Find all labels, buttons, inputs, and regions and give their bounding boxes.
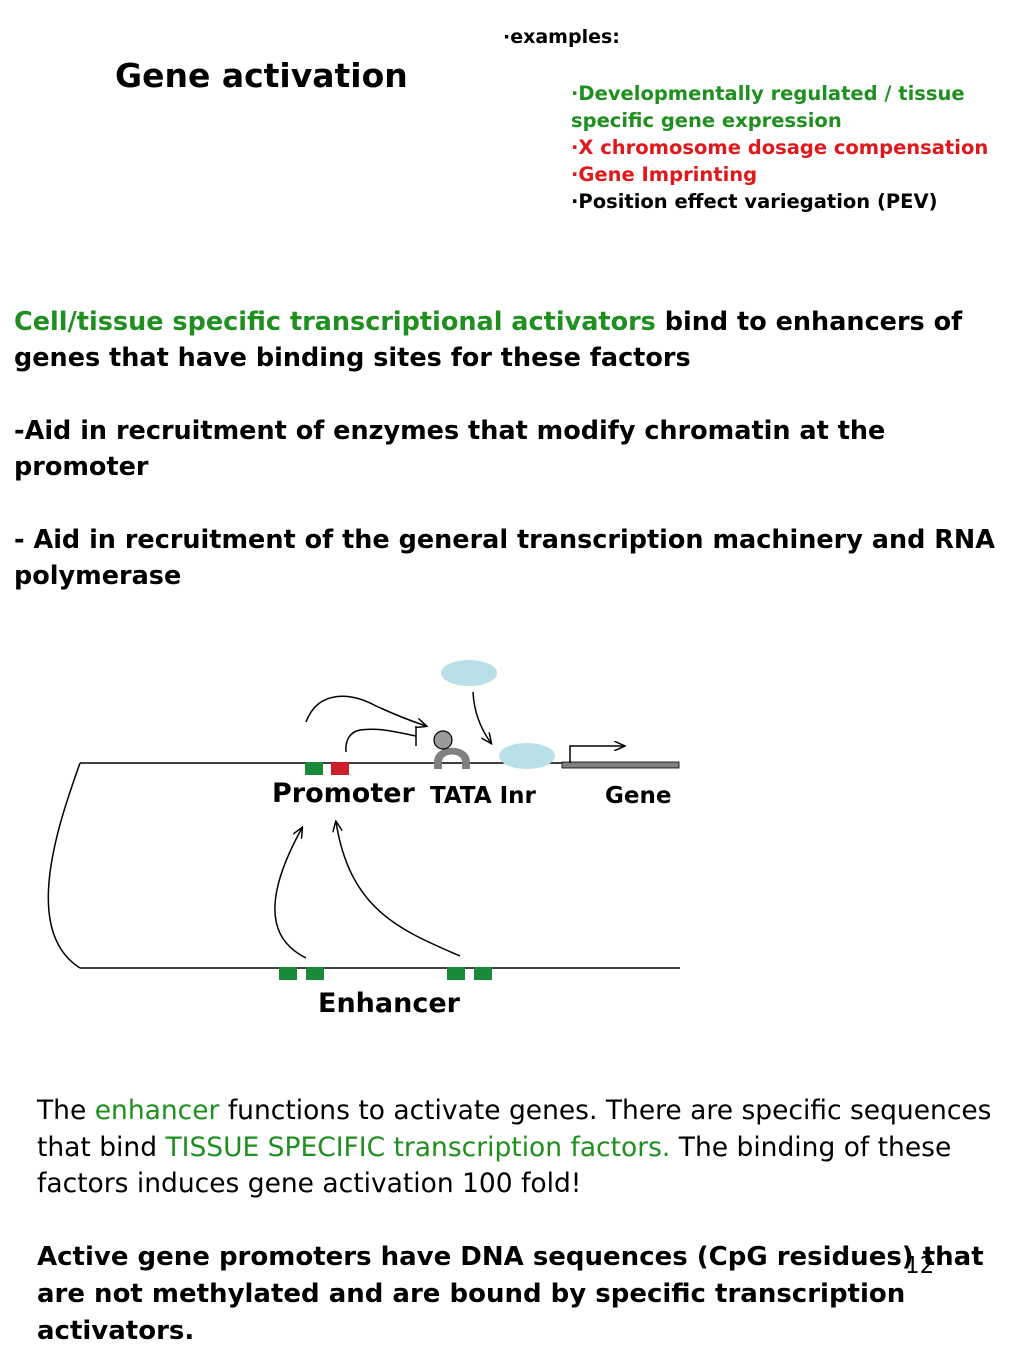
machinery-paragraph: - Aid in recruitment of the general tran… xyxy=(14,525,995,591)
promoter-red-box xyxy=(331,762,349,775)
activators-text: bind to enhancers of genes that have bin… xyxy=(14,307,963,373)
page-number: 12 xyxy=(905,1253,935,1279)
gene-body xyxy=(561,761,680,769)
tata-binding-protein xyxy=(434,747,470,769)
desc-tissue-highlight: TISSUE SPECIFIC transcription factors. xyxy=(165,1131,671,1163)
gene-label: Gene xyxy=(605,783,672,809)
example-item: specific gene expression xyxy=(571,109,842,132)
desc-text: functions to activate genes. There are s… xyxy=(37,1095,992,1163)
transcription-start-arrow xyxy=(569,746,624,763)
promoter-green-box xyxy=(305,762,323,775)
desc-text: The xyxy=(37,1095,95,1126)
desc-text: The binding of these factors induces gen… xyxy=(37,1131,952,1200)
arrow-enhancer-left xyxy=(274,828,307,959)
example-item: ·Position effect variegation (PEV) xyxy=(571,190,938,213)
active-promoters-paragraph: Active gene promoters have DNA sequences… xyxy=(37,1242,984,1346)
examples-heading: ·examples: xyxy=(503,26,620,48)
enhancer-label: Enhancer xyxy=(318,988,460,1019)
enhancer-description: The enhancer functions to activate genes… xyxy=(37,1093,997,1203)
example-item: ·Gene Imprinting xyxy=(571,163,758,186)
example-item: ·X chromosome dosage compensation xyxy=(571,136,989,159)
activators-paragraph: Cell/tissue specific transcriptional act… xyxy=(14,304,1004,376)
dna-loop xyxy=(47,762,81,969)
promoter-label: Promoter xyxy=(272,778,415,809)
factor-oval-top xyxy=(441,660,497,686)
arrow-to-inr xyxy=(472,691,491,743)
page-title: Gene activation xyxy=(115,56,408,95)
example-item: ·Developmentally regulated / tissue xyxy=(571,82,965,105)
desc-enhancer-highlight: enhancer xyxy=(94,1095,220,1126)
factor-oval-inr xyxy=(499,743,555,769)
arrow-promoter-inner xyxy=(345,728,417,753)
activators-highlight: Cell/tissue specific transcriptional act… xyxy=(14,307,656,337)
arrow-promoter-outer xyxy=(305,695,426,726)
enhancer-box xyxy=(306,967,324,980)
enhancer-box xyxy=(279,967,297,980)
examples-list: ·Developmentally regulated / tissue spec… xyxy=(571,80,991,215)
enhancer-box xyxy=(447,967,465,980)
tata-inr-label: TATA Inr xyxy=(430,783,536,809)
arrow-enhancer-right xyxy=(336,822,461,957)
chromatin-paragraph: -Aid in recruitment of enzymes that modi… xyxy=(14,416,886,482)
tata-factor-ball xyxy=(433,730,453,750)
enhancer-box xyxy=(474,967,492,980)
